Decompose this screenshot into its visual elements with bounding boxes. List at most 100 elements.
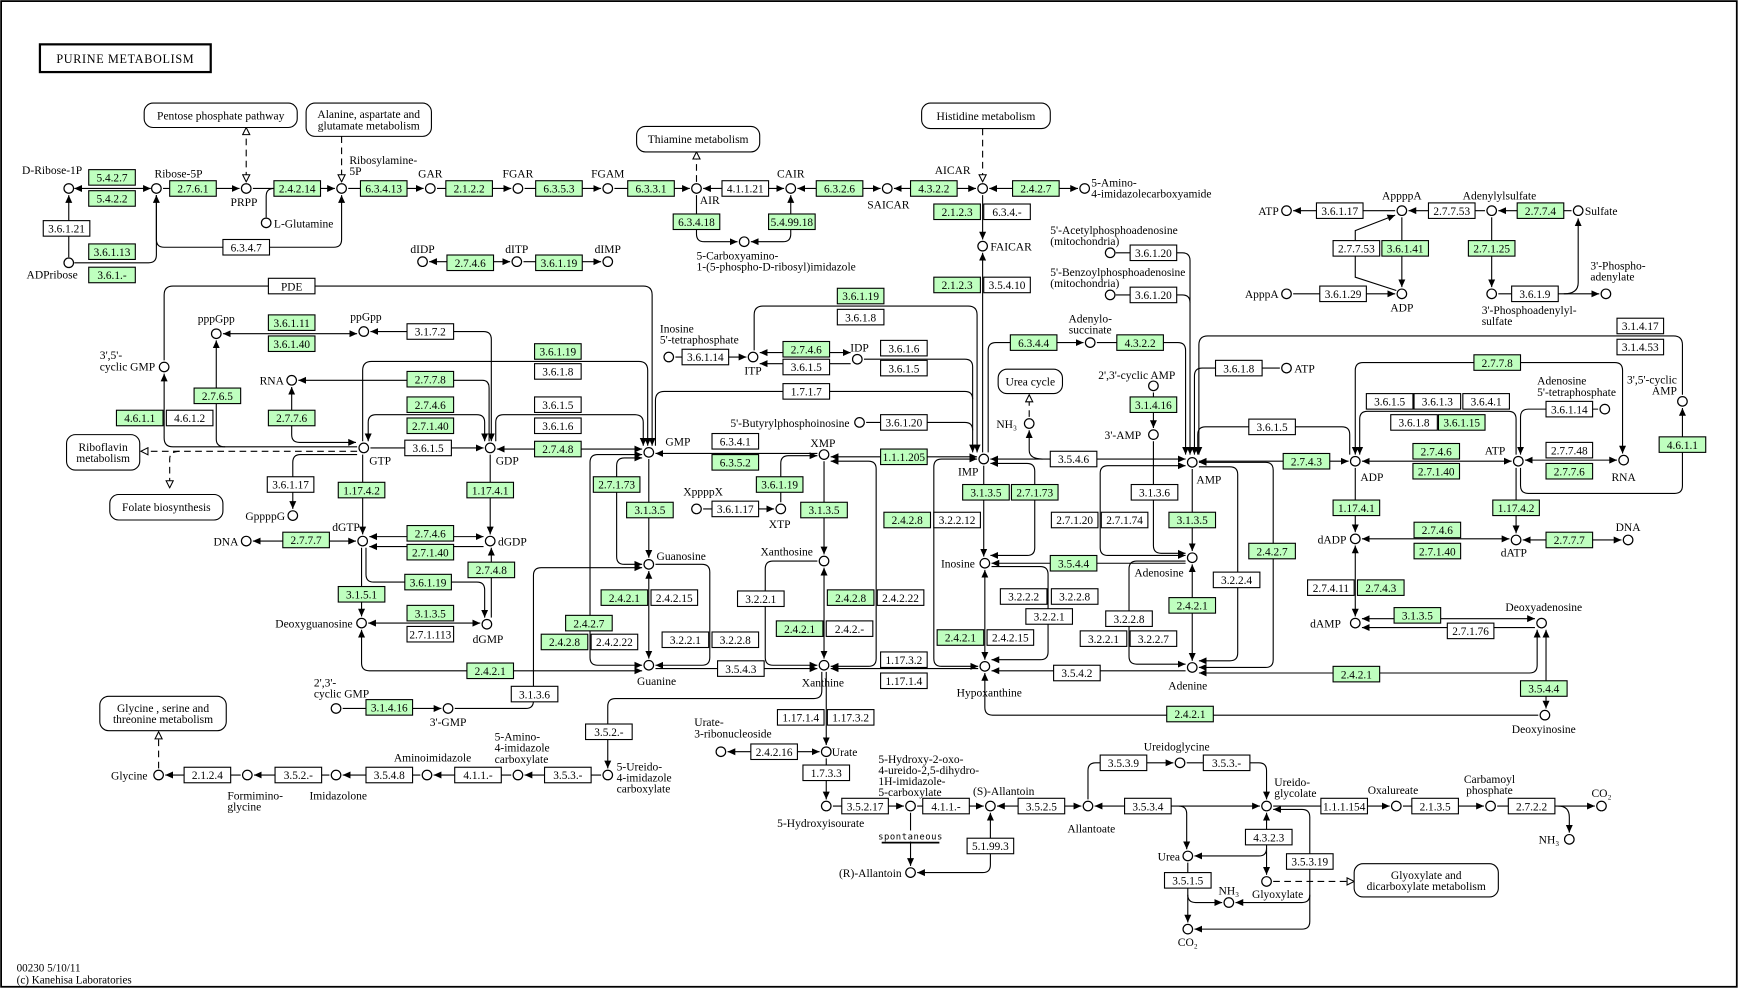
enzyme-box[interactable]: 3.1.4.16 <box>365 699 414 716</box>
enzyme-box[interactable]: 2.4.2.1 <box>1168 597 1217 614</box>
enzyme-box[interactable]: 3.6.1.8 <box>1214 359 1263 377</box>
compound-node[interactable]: Xanthine <box>802 659 844 689</box>
compound-node[interactable]: 5'-Acetylphosphoadenosine(mitochondria) <box>1050 225 1178 259</box>
compound-node[interactable]: GDP <box>484 442 519 468</box>
enzyme-box[interactable]: 2.7.4.11 <box>1307 579 1355 596</box>
compound-node[interactable]: 5'-Butyrylphosphoinosine <box>730 417 865 430</box>
enzyme-box[interactable]: 1.17.4.1 <box>1332 499 1381 517</box>
enzyme-box[interactable]: 3.1.3.5 <box>406 604 455 622</box>
enzyme-box[interactable]: 3.1.4.17 <box>1616 317 1665 335</box>
enzyme-box[interactable]: 3.6.1.29 <box>1319 285 1367 303</box>
enzyme-box[interactable]: 2.4.2.7 <box>1248 542 1296 560</box>
enzyme-box[interactable]: 4.3.2.2 <box>1116 334 1164 351</box>
enzyme-box[interactable]: 3.5.3.- <box>1202 754 1251 772</box>
enzyme-box[interactable]: 3.6.1.5 <box>1365 393 1414 410</box>
compound-node[interactable]: ApppA <box>1245 288 1292 301</box>
compound-node[interactable]: 5-Hydroxy-2-oxo-4-ureido-2,5-dihydro-1H-… <box>878 754 979 812</box>
enzyme-box[interactable]: 4.6.1.1 <box>1658 436 1707 453</box>
enzyme-box[interactable]: 3.1.4.16 <box>1129 396 1178 414</box>
enzyme-box[interactable]: 3.1.3.5 <box>626 501 674 519</box>
enzyme-box[interactable]: 4.1.1.- <box>922 797 970 815</box>
compound-node[interactable]: (S)-Allantoin <box>973 786 1035 812</box>
enzyme-box[interactable]: 2.4.2.1 <box>1166 705 1214 723</box>
compound-node[interactable]: dIDP <box>410 244 435 268</box>
enzyme-box[interactable]: 2.7.1.20 <box>1050 511 1099 529</box>
enzyme-box[interactable]: 3.1.3.5 <box>1168 511 1217 529</box>
enzyme-box[interactable]: 6.3.4.4 <box>1009 334 1058 351</box>
compound-node[interactable]: 3'-Phosphoadenylyl-sulfate <box>1482 288 1577 328</box>
enzyme-box[interactable]: 3.6.1.17 <box>711 500 760 518</box>
compound-node[interactable]: Urea <box>1158 850 1194 863</box>
enzyme-box[interactable]: 2.7.2.2 <box>1507 797 1556 815</box>
compound-node[interactable]: Oxalureate <box>1368 785 1419 812</box>
enzyme-box[interactable]: 2.1.2.3 <box>933 203 981 221</box>
compound-node[interactable]: dGTP <box>332 522 369 547</box>
pathway-map-link[interactable]: Histidine metabolism <box>921 102 1051 130</box>
enzyme-box[interactable]: 2.1.2.2 <box>445 180 493 197</box>
enzyme-box[interactable]: 3.1.3.5 <box>962 483 1010 501</box>
compound-node[interactable]: Glycine <box>111 769 164 782</box>
compound-node[interactable]: Hypoxanthine <box>957 660 1022 700</box>
compound-node[interactable]: FGAR <box>503 168 534 194</box>
enzyme-box[interactable]: 3.6.1.19 <box>404 573 452 591</box>
enzyme-box[interactable]: 3.6.1.8 <box>534 363 582 380</box>
enzyme-box[interactable]: 3.6.1.8 <box>1390 414 1438 431</box>
compound-node[interactable]: PRPP <box>231 183 258 210</box>
compound-node[interactable]: Adenylylsulfate <box>1463 191 1537 217</box>
enzyme-box[interactable]: 3.5.2.- <box>585 723 633 741</box>
compound-node[interactable]: ADP <box>1349 455 1383 484</box>
enzyme-box[interactable]: 1.17.1.4 <box>880 672 928 690</box>
compound-node[interactable]: Deoxyadenosine <box>1505 602 1582 629</box>
enzyme-box[interactable]: 3.5.4.4 <box>1049 554 1098 572</box>
compound-node[interactable]: dIMP <box>595 244 621 268</box>
compound-node[interactable]: 3',5'-cyclic GMP <box>100 350 170 373</box>
enzyme-box[interactable]: 2.7.1.113 <box>406 625 455 643</box>
compound-node[interactable]: D-Ribose-1P <box>22 165 82 194</box>
enzyme-box[interactable]: 3.2.2.2 <box>999 588 1048 605</box>
enzyme-box[interactable]: 2.7.1.73 <box>592 476 641 493</box>
compound-node[interactable]: GppppG <box>245 510 299 523</box>
pathway-map-link[interactable]: Thiamine metabolism <box>636 125 761 153</box>
compound-node[interactable]: RNA <box>260 374 298 388</box>
compound-node[interactable]: Adenosine <box>1134 552 1198 580</box>
enzyme-box[interactable]: 3.6.1.5 <box>1248 418 1296 436</box>
enzyme-box[interactable]: 2.7.1.74 <box>1100 511 1149 529</box>
enzyme-box[interactable]: 6.3.4.- <box>983 203 1031 221</box>
compound-node[interactable]: 5'-Benzoylphosphoadenosine(mitochondria) <box>1050 267 1185 301</box>
compound-node[interactable]: RNA <box>1611 454 1636 484</box>
compound-node[interactable]: 3'-GMP <box>430 703 467 730</box>
enzyme-box[interactable]: 3.6.1.20 <box>880 414 928 431</box>
compound-node[interactable]: ADPribose <box>27 257 78 281</box>
enzyme-box[interactable]: 3.6.1.13 <box>88 243 136 261</box>
compound-node[interactable]: NH₃ <box>996 418 1035 431</box>
enzyme-box[interactable]: 3.5.2.5 <box>1017 797 1066 815</box>
compound-node[interactable]: IDP <box>850 342 869 365</box>
enzyme-box[interactable]: 3.2.2.8 <box>711 631 760 649</box>
enzyme-box[interactable]: 4.1.1.- <box>454 766 502 784</box>
enzyme-box[interactable]: 1.17.4.2 <box>337 481 386 499</box>
enzyme-box[interactable]: 2.7.4.3 <box>1282 452 1331 470</box>
enzyme-box[interactable]: 2.4.2.15 <box>650 589 699 606</box>
enzyme-box[interactable]: 6.3.4.18 <box>672 213 721 231</box>
compound-node[interactable]: Aminoimidazole <box>394 753 471 781</box>
enzyme-box[interactable]: 6.3.4.7 <box>222 238 271 256</box>
enzyme-box[interactable]: 3.6.1.17 <box>266 476 315 493</box>
enzyme-box[interactable]: 4.3.2.3 <box>1244 828 1293 846</box>
compound-node[interactable]: AICAR <box>935 165 989 194</box>
compound-node[interactable]: (R)-Allantoin <box>839 867 916 880</box>
enzyme-box[interactable]: 6.3.2.6 <box>815 180 864 197</box>
enzyme-box[interactable]: 2.7.1.40 <box>406 543 455 561</box>
enzyme-box[interactable]: 2.4.2.1 <box>936 629 985 646</box>
compound-node[interactable]: Urate <box>820 746 857 759</box>
compound-node[interactable]: Adenylo-succinate <box>1068 314 1112 348</box>
enzyme-box[interactable]: 5.4.2.7 <box>88 169 136 186</box>
enzyme-box[interactable]: 3.5.4.8 <box>365 766 414 784</box>
enzyme-box[interactable]: 2.7.4.6 <box>406 396 455 414</box>
enzyme-box[interactable]: 2.4.2.8 <box>883 511 932 529</box>
enzyme-box[interactable]: 3.5.4.3 <box>717 660 765 677</box>
enzyme-box[interactable]: 2.7.4.3 <box>1356 579 1405 596</box>
compound-node[interactable]: ADP <box>1390 288 1413 315</box>
enzyme-box[interactable]: 3.1.5.1 <box>337 585 386 603</box>
enzyme-box[interactable]: 2.4.2.1 <box>775 620 824 637</box>
